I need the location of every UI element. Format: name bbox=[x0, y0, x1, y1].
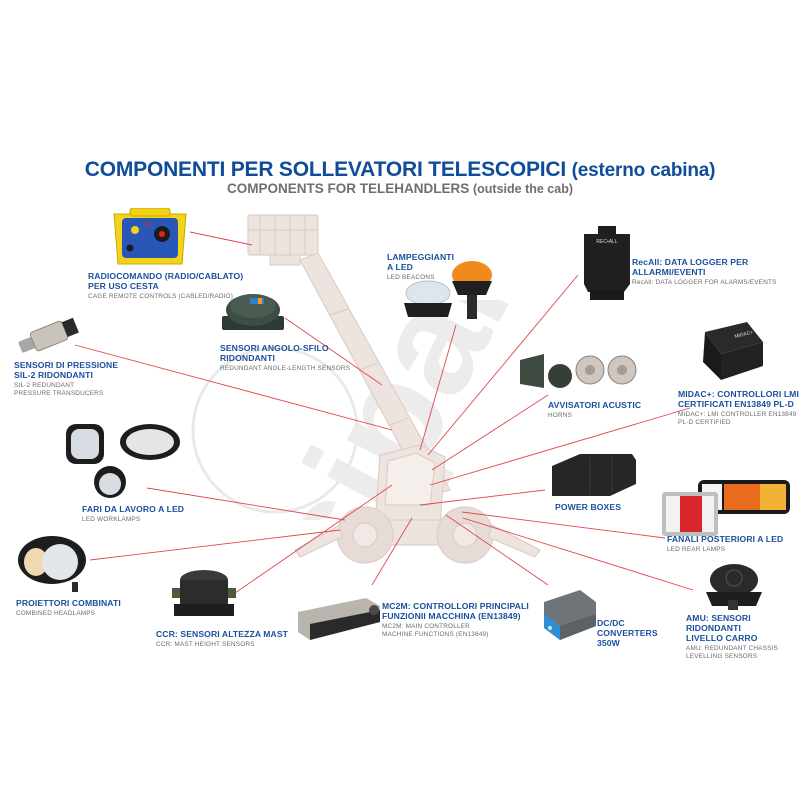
label-it-line2: CONVERTERS bbox=[597, 627, 658, 638]
label-it-line1: FARI DA LAVORO A LED bbox=[82, 504, 185, 514]
midac-controller-image: MIDAC+ bbox=[703, 322, 763, 380]
ccr-mast-sensor-image bbox=[172, 570, 236, 616]
label-sensori-pressione: SENSORI DI PRESSIONE SIL-2 RIDONDANTI SI… bbox=[14, 360, 119, 398]
dcdc-converter-image bbox=[544, 590, 596, 640]
title-en-main: COMPONENTS FOR TELEHANDLERS bbox=[226, 181, 470, 196]
label-en-line2: PL-D CERTIFIED bbox=[678, 419, 731, 427]
title-en-paren: (outside the cab) bbox=[473, 182, 574, 196]
label-dcdc: DC/DC CONVERTERS 350W bbox=[597, 618, 658, 649]
label-en-line1: CAGE REMOTE CONTROLS (CABLED/RADIO) bbox=[88, 292, 234, 300]
label-it-line1: LAMPEGGIANTI bbox=[387, 252, 455, 262]
led-rear-lamps-image bbox=[662, 480, 790, 536]
svg-text:MIDAC+: MIDAC+ bbox=[734, 329, 754, 339]
label-it-line1: MC2M: CONTROLLORI PRINCIPALI bbox=[382, 601, 529, 611]
label-en-line1: REDUNDANT ANGLE-LENGTH SENSORS bbox=[220, 364, 351, 372]
horns-image bbox=[520, 354, 637, 388]
angle-length-sensor-image bbox=[222, 294, 284, 330]
label-it-line2: LIVELLO CARRO bbox=[686, 632, 758, 643]
label-en-line1: LED REAR LAMPS bbox=[667, 545, 726, 553]
label-mc2m: MC2M: CONTROLLORI PRINCIPALI FUNZIONII M… bbox=[382, 601, 529, 639]
title-it-paren: (esterno cabina) bbox=[571, 160, 716, 181]
label-en-line1: HORNS bbox=[548, 411, 573, 419]
label-recall: RecAll: DATA LOGGER PER ALLARMI/EVENTI R… bbox=[632, 257, 777, 286]
label-it-line1: MIDAC+: CONTROLLORI LMI bbox=[678, 389, 799, 399]
label-avvisatori: AVVISATORI ACUSTIC HORNS bbox=[548, 400, 642, 419]
svg-text:REC•ALL: REC•ALL bbox=[596, 239, 617, 245]
label-proiettori: PROIETTORI COMBINATI COMBINED HEADLAMPS bbox=[16, 598, 121, 617]
label-it-line2: FUNZIONII MACCHINA (EN13849) bbox=[382, 610, 521, 621]
title-it-main: COMPONENTI PER SOLLEVATORI TELESCOPICI bbox=[84, 158, 567, 181]
label-it-line2: A LED bbox=[387, 261, 413, 272]
label-it-line1: SENSORI ANGOLO-SFILO bbox=[220, 343, 329, 353]
label-en-line1: COMBINED HEADLAMPS bbox=[16, 609, 96, 617]
label-it-line1: PROIETTORI COMBINATI bbox=[16, 598, 121, 608]
mc2m-controller-image bbox=[298, 598, 380, 640]
label-it-line2: SIL-2 RIDONDANTI bbox=[14, 369, 93, 380]
page-title-italian: COMPONENTI PER SOLLEVATORI TELESCOPICI (… bbox=[0, 158, 800, 182]
label-it-line1: POWER BOXES bbox=[555, 502, 622, 512]
label-en-line1: AMU: REDUNDANT CHASSIS bbox=[686, 644, 778, 652]
label-it-line1: SENSORI DI PRESSIONE bbox=[14, 360, 119, 370]
recall-data-logger-image: REC•ALL bbox=[584, 226, 630, 300]
label-midac: MIDAC+: CONTROLLORI LMI CERTIFICATI EN13… bbox=[678, 389, 799, 427]
label-it-line1: RecAll: DATA LOGGER PER bbox=[632, 257, 749, 267]
label-sensori-angolo: SENSORI ANGOLO-SFILO RIDONDANTI REDUNDAN… bbox=[220, 343, 351, 372]
led-worklamps-image bbox=[66, 424, 180, 498]
label-fari-lavoro: FARI DA LAVORO A LED LED WORKLAMPS bbox=[82, 504, 185, 523]
label-en-line1: LED BEACONS bbox=[387, 273, 435, 281]
label-en-line2: PRESSURE TRANSDUCERS bbox=[14, 390, 104, 398]
label-power-boxes: POWER BOXES bbox=[555, 502, 622, 513]
combined-headlamps-image bbox=[18, 536, 86, 592]
amu-sensor-image bbox=[706, 564, 762, 610]
label-lampeggianti: LAMPEGGIANTI A LED LED BEACONS bbox=[387, 252, 455, 281]
page-subtitle-english: COMPONENTS FOR TELEHANDLERS (outside the… bbox=[0, 181, 800, 196]
label-it-line3: 350W bbox=[597, 637, 620, 648]
label-it-line1: RADIOCOMANDO (RADIO/CABLATO) bbox=[88, 271, 244, 281]
label-it-line1: DC/DC bbox=[597, 618, 625, 628]
label-it-line1: AMU: SENSORI RIDONDANTI bbox=[686, 613, 751, 633]
label-it-line2: RIDONDANTI bbox=[220, 352, 275, 363]
label-it-line2: ALLARMI/EVENTI bbox=[632, 266, 706, 277]
label-amu: AMU: SENSORI RIDONDANTI LIVELLO CARRO AM… bbox=[686, 613, 800, 660]
label-en-line1: MIDAC+: LMI CONTROLLER EN13849 bbox=[678, 410, 797, 418]
label-en-line2: MACHINE FUNCTIONS (EN13849) bbox=[382, 631, 489, 639]
label-it-line1: AVVISATORI ACUSTIC bbox=[548, 400, 642, 410]
label-en-line1: SIL-2 REDUNDANT bbox=[14, 381, 75, 389]
radio-remote-control-image bbox=[113, 208, 187, 265]
label-it-line2: CERTIFICATI EN13849 PL-D bbox=[678, 398, 794, 409]
label-en-line1: LED WORKLAMPS bbox=[82, 515, 141, 523]
label-en-line1: MC2M: MAIN CONTROLLER bbox=[382, 622, 470, 630]
label-it-line1: CCR: SENSORI ALTEZZA MAST bbox=[156, 629, 289, 639]
label-ccr: CCR: SENSORI ALTEZZA MAST CCR: MAST HEIG… bbox=[156, 629, 289, 648]
label-en-line1: RecAll: DATA LOGGER FOR ALARMS/EVENTS bbox=[632, 278, 777, 286]
power-boxes-image bbox=[552, 454, 636, 496]
label-it-line1: FANALI POSTERIORI A LED bbox=[667, 534, 784, 544]
led-beacons-image bbox=[404, 261, 492, 319]
label-en-line2: LEVELLING SENSORS bbox=[686, 652, 758, 660]
pressure-sensor-image bbox=[18, 317, 79, 353]
label-it-line2: PER USO CESTA bbox=[88, 280, 159, 291]
label-radiocomando: RADIOCOMANDO (RADIO/CABLATO) PER USO CES… bbox=[88, 271, 244, 300]
label-en-line1: CCR: MAST HEIGHT SENSORS bbox=[156, 640, 255, 648]
label-fanali-posteriori: FANALI POSTERIORI A LED LED REAR LAMPS bbox=[667, 534, 784, 553]
